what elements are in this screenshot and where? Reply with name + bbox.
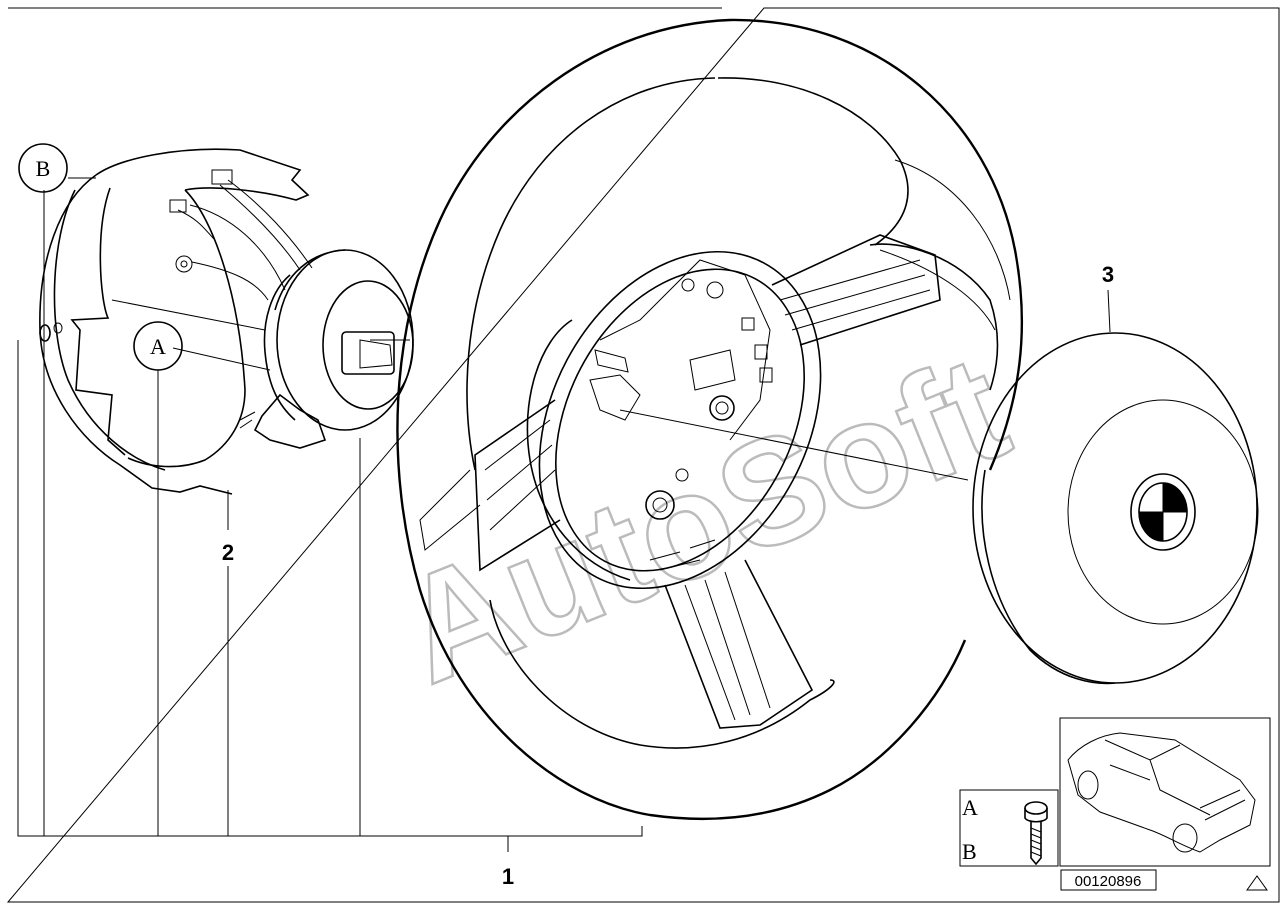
document-number: 00120896 — [1060, 869, 1157, 891]
callout-b-label: B — [36, 156, 51, 181]
leader-lines — [17, 177, 1111, 852]
part-2-slip-ring-cover — [39, 148, 414, 495]
callout-circle-a — [133, 321, 183, 371]
triangle-icon — [1246, 875, 1268, 891]
legend-row-b: B — [962, 839, 977, 864]
callout-part-1: 1 — [502, 864, 514, 889]
part-3-airbag-module — [972, 332, 1259, 685]
document-number-text: 00120896 — [1075, 873, 1142, 890]
legend-row-a: A — [962, 795, 978, 820]
watermark-text: AutoSoft — [378, 322, 1028, 715]
callout-circle-b — [18, 143, 68, 193]
callouts: B A 2 3 1 — [18, 143, 1114, 889]
vehicle-thumbnail — [1059, 717, 1271, 867]
callout-a-label: A — [150, 334, 166, 359]
bmw-roundel-icon — [1130, 473, 1196, 551]
callout-part-3: 3 — [1102, 262, 1114, 287]
legend-box: A B — [959, 789, 1059, 867]
callout-part-2: 2 — [222, 540, 234, 565]
diagram-frame — [6, 7, 1280, 903]
torx-screw-icon — [1024, 801, 1048, 866]
part-1-steering-wheel — [396, 18, 1024, 820]
